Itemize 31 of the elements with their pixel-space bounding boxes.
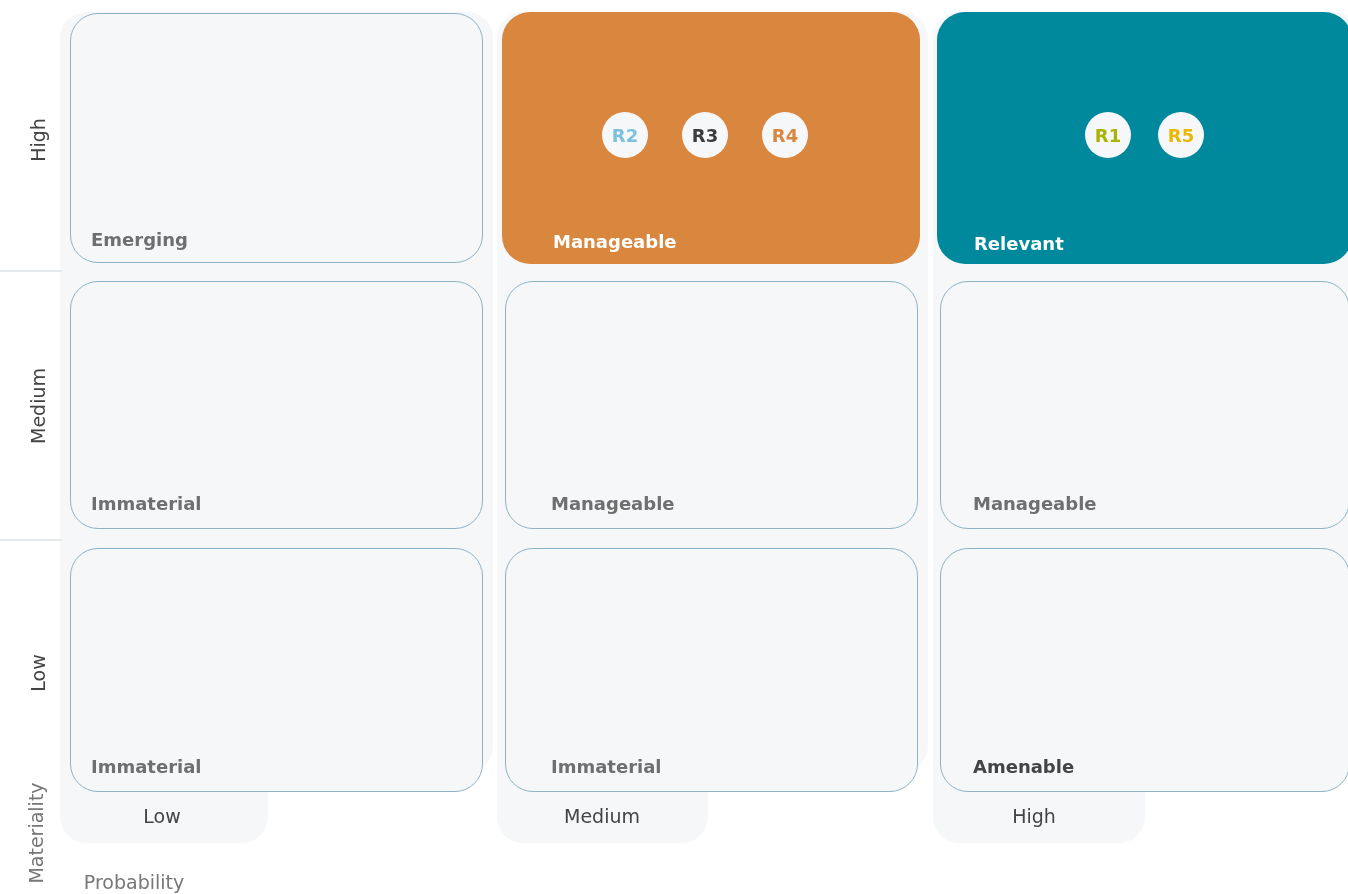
axis-label: High <box>1012 805 1056 827</box>
matrix-cell <box>505 548 918 792</box>
cell-label: Amenable <box>973 756 1075 777</box>
cell-label: Immaterial <box>91 756 202 777</box>
cell-label: Emerging <box>91 229 188 250</box>
matrix-cell <box>70 281 483 529</box>
matrix-cell <box>940 281 1348 529</box>
matrix-cell <box>70 548 483 792</box>
matrix-cell <box>70 13 483 263</box>
risk-badge: R5 <box>1158 112 1204 158</box>
matrix-cell <box>505 281 918 529</box>
axis-label: Low <box>27 654 49 692</box>
axis-label: Medium <box>564 805 640 827</box>
axis-label: Medium <box>27 368 49 444</box>
highlighted-matrix-cell <box>502 12 920 264</box>
axis-label: High <box>27 118 49 162</box>
risk-badge: R4 <box>762 112 808 158</box>
cell-label: Manageable <box>551 493 675 514</box>
cell-label: Manageable <box>973 493 1097 514</box>
axis-label: Materiality <box>25 782 47 884</box>
highlighted-matrix-cell <box>937 12 1348 264</box>
cell-label: Manageable <box>553 231 677 252</box>
axis-label: Low <box>143 805 181 827</box>
risk-badge: R3 <box>682 112 728 158</box>
axis-label: Probability <box>83 871 185 893</box>
risk-badge: R2 <box>602 112 648 158</box>
matrix-cell <box>940 548 1348 792</box>
cell-label: Immaterial <box>551 756 662 777</box>
cell-label: Immaterial <box>91 493 202 514</box>
cell-label: Relevant <box>974 233 1064 254</box>
risk-badge: R1 <box>1085 112 1131 158</box>
